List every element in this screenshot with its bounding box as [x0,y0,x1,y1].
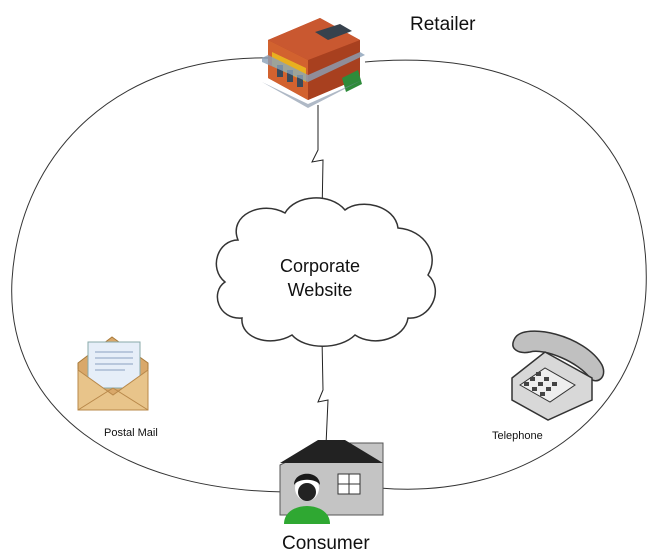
website-label-line1: Corporate [279,256,361,276]
telephone-label: Telephone [492,430,543,442]
desk-telephone-icon [511,330,605,421]
store-building-icon [262,18,365,108]
house-with-person-icon [279,440,384,524]
postal-mail-label: Postal Mail [104,427,158,439]
envelope-letter-icon [77,336,149,411]
retailer-label: Retailer [410,14,476,35]
retailer-website-link [311,105,324,216]
consumer-label: Consumer [282,533,370,554]
channel-loop-line [11,57,647,493]
website-label: Corporate Website [250,254,390,302]
website-consumer-link [317,337,329,446]
cloud-icon [215,197,437,347]
website-label-line2: Website [287,280,353,300]
